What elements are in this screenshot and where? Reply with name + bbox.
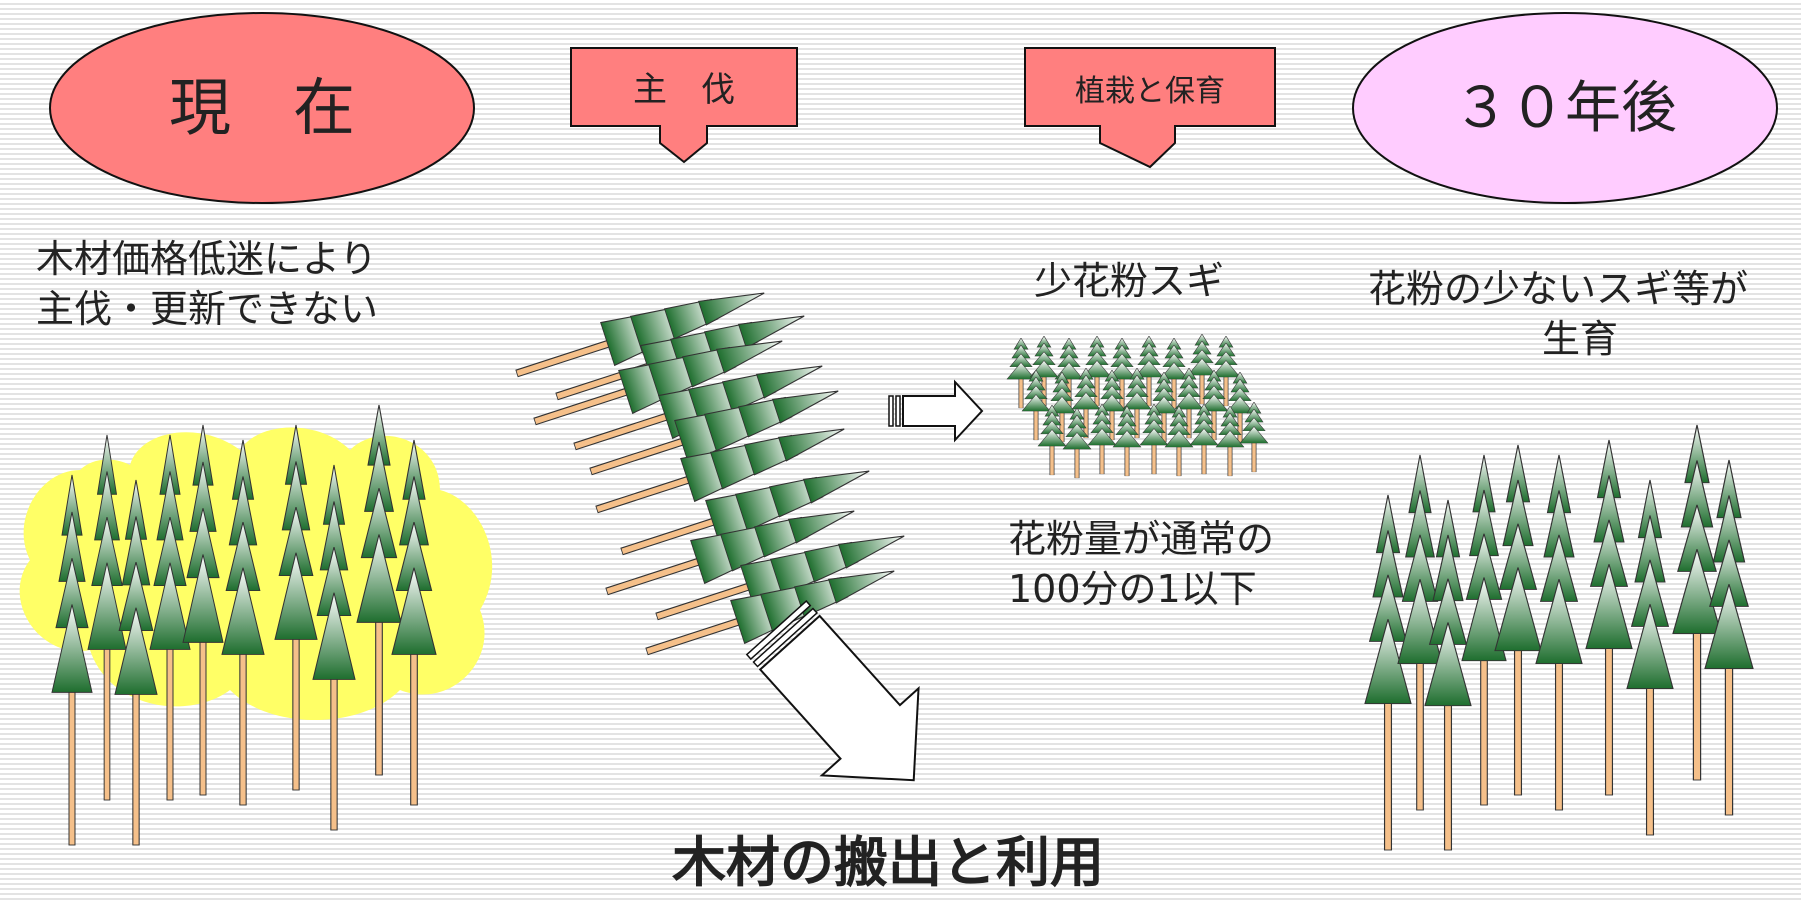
conifer-tree-icon bbox=[1704, 459, 1754, 816]
right-arrow-icon bbox=[888, 379, 984, 443]
conifer-tree-icon bbox=[1535, 454, 1583, 811]
conifer-tree-icon bbox=[1461, 454, 1507, 806]
current-stage-oval bbox=[49, 12, 475, 204]
current-stage-label: 現 在 bbox=[168, 71, 355, 144]
planting-down-arrow-icon bbox=[1024, 47, 1276, 169]
current-caption-line-1: 木材価格低迷により bbox=[36, 237, 378, 281]
young-cedar-stand bbox=[1006, 333, 1269, 479]
pollen-caption-line-1: 花粉量が通常の bbox=[1008, 517, 1275, 561]
harvest-stage-label: 主 伐 bbox=[633, 70, 735, 110]
harvest-down-arrow-icon bbox=[570, 47, 798, 164]
future-caption-line-2: 生育 bbox=[1541, 317, 1618, 361]
current-caption-line-2: 主伐・更新できない bbox=[36, 287, 379, 331]
conifer-tree-icon bbox=[1626, 479, 1674, 836]
down-arrow-icon bbox=[745, 600, 920, 782]
planting-stage-label: 植栽と保育 bbox=[1075, 74, 1225, 109]
current-forest bbox=[51, 404, 437, 846]
future-stage-oval bbox=[1352, 12, 1778, 204]
cedar-label: 少花粉スギ bbox=[1034, 259, 1225, 303]
felled-logs bbox=[509, 271, 912, 674]
pollen-caption-line-2: 100分の1以下 bbox=[1008, 567, 1257, 611]
future-stage-label: ３０年後 bbox=[1453, 76, 1677, 141]
conifer-tree-icon bbox=[1585, 439, 1633, 796]
future-forest bbox=[1364, 424, 1754, 851]
conifer-tree-icon bbox=[1364, 494, 1412, 851]
bottom-title: 木材の搬出と利用 bbox=[672, 831, 1104, 894]
future-caption-line-1: 花粉の少ないスギ等が bbox=[1368, 267, 1749, 311]
conifer-tree-icon bbox=[1494, 444, 1542, 796]
